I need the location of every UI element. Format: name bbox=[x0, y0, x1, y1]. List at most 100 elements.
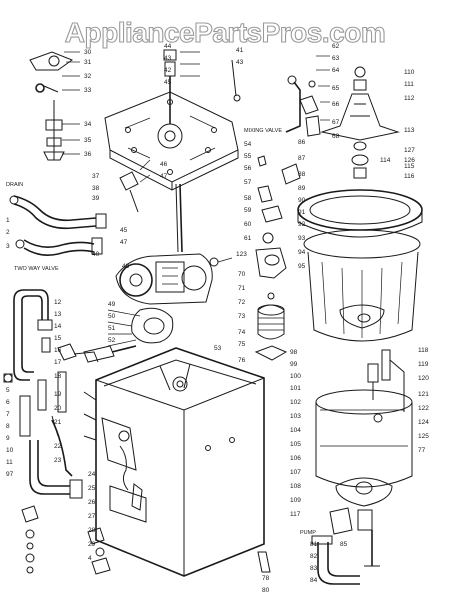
callout-number: 33 bbox=[84, 87, 92, 94]
callout-number: 43 bbox=[164, 55, 172, 62]
callout-number: 45 bbox=[164, 79, 172, 86]
callout-number: 36 bbox=[84, 151, 92, 158]
callout-number: 1 bbox=[6, 217, 10, 224]
callout-number: 73 bbox=[238, 313, 246, 320]
callout-number: 122 bbox=[418, 405, 429, 412]
callout-number: 61 bbox=[244, 235, 252, 242]
callout-number: 113 bbox=[404, 127, 415, 134]
callout-number: 100 bbox=[290, 373, 301, 380]
callout-number: 43 bbox=[236, 59, 244, 66]
callout-number: 78 bbox=[262, 575, 270, 582]
callout-number: 95 bbox=[298, 263, 306, 270]
callout-number: 45 bbox=[120, 227, 128, 234]
callout-number: 102 bbox=[290, 399, 301, 406]
callout-number: 49 bbox=[108, 301, 116, 308]
callout-number: 50 bbox=[108, 313, 116, 320]
callout-number: 91 bbox=[298, 209, 306, 216]
callout-number: 117 bbox=[290, 511, 301, 518]
callout-number: 38 bbox=[92, 185, 100, 192]
callout-number: 20 bbox=[54, 405, 62, 412]
callout-number: 104 bbox=[290, 427, 301, 434]
callout-number: 31 bbox=[84, 59, 92, 66]
callout-number: 121 bbox=[418, 391, 429, 398]
callout-number: 77 bbox=[418, 447, 426, 454]
callout-number: 63 bbox=[332, 55, 340, 62]
callout-number: 23 bbox=[54, 457, 62, 464]
callout-number: 74 bbox=[238, 329, 246, 336]
callout-number: 12 bbox=[54, 299, 62, 306]
callout-number: 82 bbox=[310, 553, 318, 560]
callout-number: 62 bbox=[332, 43, 340, 50]
callout-number: 37 bbox=[92, 173, 100, 180]
callout-number: 10 bbox=[6, 447, 14, 454]
callout-number: 53 bbox=[214, 345, 222, 352]
callout-number: 56 bbox=[244, 165, 252, 172]
callout-number: 7 bbox=[6, 411, 10, 418]
callout-number: 93 bbox=[298, 235, 306, 242]
callout-number: 86 bbox=[298, 139, 306, 146]
transmission-motor bbox=[83, 183, 233, 363]
callout-number: 3 bbox=[6, 243, 10, 250]
callout-number: 19 bbox=[54, 391, 62, 398]
callout-number: 108 bbox=[290, 483, 301, 490]
callout-number: 125 bbox=[418, 433, 429, 440]
callout-number: 17 bbox=[54, 359, 62, 366]
callout-number: 42 bbox=[164, 67, 172, 74]
callout-number: 16 bbox=[54, 347, 62, 354]
callout-number: 87 bbox=[298, 155, 306, 162]
callout-number: 25 bbox=[88, 485, 96, 492]
drain-label: DRAIN bbox=[6, 182, 23, 188]
callout-number: 111 bbox=[404, 81, 414, 88]
callout-number: 83 bbox=[310, 565, 318, 572]
callout-number: 85 bbox=[340, 541, 348, 548]
callout-number: 26 bbox=[88, 499, 96, 506]
callout-number: 59 bbox=[244, 207, 252, 214]
callout-number: 6 bbox=[6, 399, 10, 406]
callout-number: 21 bbox=[54, 419, 62, 426]
cabinet bbox=[83, 347, 271, 577]
callout-number: 14 bbox=[54, 323, 62, 330]
callout-number: 72 bbox=[238, 299, 246, 306]
gearcase-base-plate bbox=[104, 49, 241, 191]
callout-number: 35 bbox=[84, 137, 92, 144]
callout-number: 116 bbox=[404, 173, 415, 180]
callout-number: 71 bbox=[238, 285, 246, 292]
callout-number: 4 bbox=[88, 555, 92, 562]
callout-number: 101 bbox=[290, 385, 301, 392]
callout-number: 115 bbox=[404, 163, 415, 170]
callout-number: 5 bbox=[6, 387, 10, 394]
callout-number: 126 bbox=[404, 157, 415, 164]
watermark-text: AppliancePartsPros.com bbox=[65, 17, 385, 48]
callout-number: 52 bbox=[108, 337, 116, 344]
callout-number: 57 bbox=[244, 179, 252, 186]
callout-number: 66 bbox=[332, 101, 340, 108]
callout-number: 98 bbox=[290, 349, 298, 356]
callout-number: 65 bbox=[332, 85, 340, 92]
callout-number: 64 bbox=[332, 67, 340, 74]
callout-number: 81 bbox=[310, 541, 318, 548]
callout-number: 40 bbox=[92, 251, 100, 258]
callout-number: 15 bbox=[54, 335, 62, 342]
callout-number: 48 bbox=[122, 263, 130, 270]
callout-number: 110 bbox=[404, 69, 415, 76]
callout-number: 76 bbox=[238, 357, 246, 364]
callout-number: 70 bbox=[238, 271, 246, 278]
callout-number: 55 bbox=[244, 153, 252, 160]
callout-number: 24 bbox=[88, 471, 96, 478]
callout-number: 58 bbox=[244, 195, 252, 202]
callout-number: 127 bbox=[404, 147, 415, 154]
callout-number: 107 bbox=[290, 469, 301, 476]
mixing-valve-label: MIXING VALVE bbox=[244, 128, 282, 134]
callout-number: 47 bbox=[120, 239, 128, 246]
callout-number: 68 bbox=[332, 133, 340, 140]
callout-number: 18 bbox=[54, 373, 62, 380]
tub-and-basket: PUMP bbox=[297, 66, 423, 585]
callout-number: 34 bbox=[84, 121, 92, 128]
callout-number: 41 bbox=[236, 47, 244, 54]
callout-number: 75 bbox=[238, 341, 246, 348]
callout-number: 84 bbox=[310, 577, 318, 584]
callout-number: 60 bbox=[244, 221, 252, 228]
callout-number: 109 bbox=[290, 497, 301, 504]
callout-number: 46 bbox=[160, 161, 168, 168]
